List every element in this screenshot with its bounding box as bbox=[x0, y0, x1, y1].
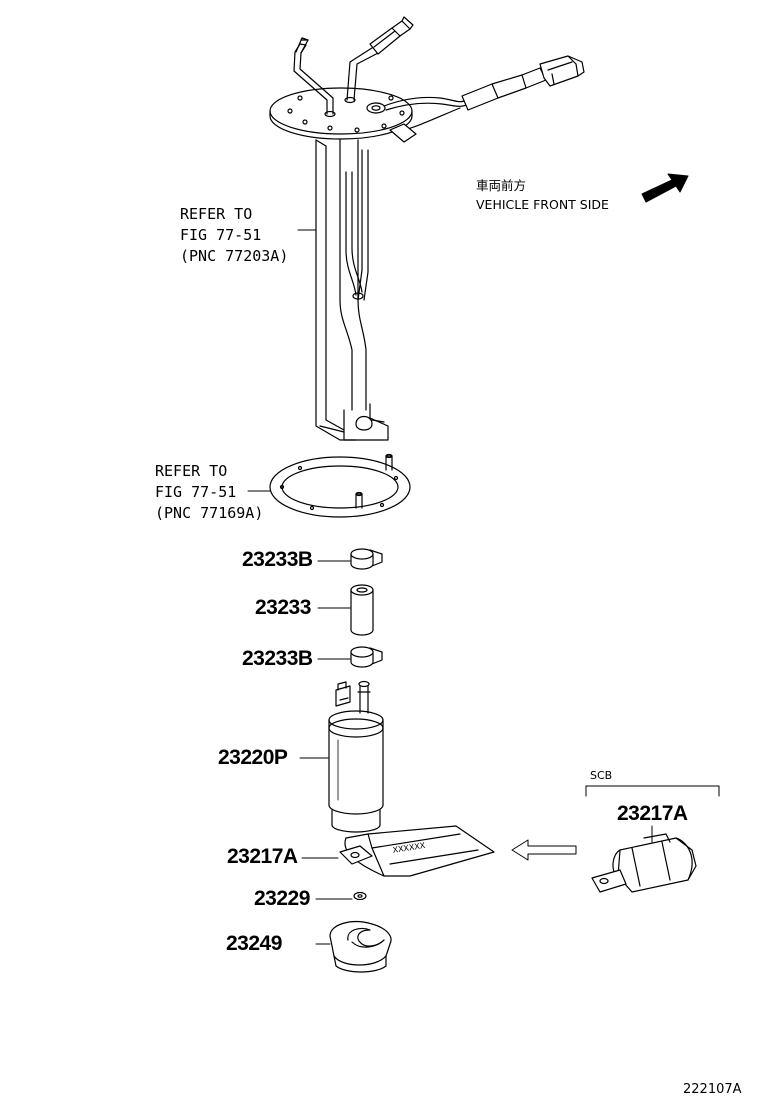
gasket-reference: REFER TO FIG 77-51 (PNC 77169A) bbox=[155, 461, 263, 524]
part-number-cushion: 23249 bbox=[226, 932, 282, 955]
fuel-hose bbox=[317, 584, 374, 636]
figure-id: 222107A bbox=[683, 1082, 742, 1097]
fuel-pump-body bbox=[299, 680, 384, 833]
sender-gauge-reference: REFER TO FIG 77-51 (PNC 77203A) bbox=[180, 204, 288, 267]
part-number-washer: 23229 bbox=[254, 887, 310, 910]
sender-reference-line-3: (PNC 77203A) bbox=[180, 247, 289, 265]
scb-label: SCB bbox=[590, 769, 613, 782]
hose-clamp-upper bbox=[317, 548, 383, 570]
scb-arrow bbox=[511, 839, 577, 861]
fuel-filter bbox=[301, 825, 495, 877]
hose-clamp-lower bbox=[317, 646, 383, 668]
gasket-reference-line-3: (PNC 77169A) bbox=[155, 504, 264, 522]
part-number-clamp-lower: 23233B bbox=[242, 647, 313, 670]
gasket-reference-line-2: FIG 77-51 bbox=[155, 483, 237, 501]
part-number-scb-filter: 23217A bbox=[617, 802, 688, 825]
part-number-hose: 23233 bbox=[255, 596, 311, 619]
pump-cushion bbox=[315, 921, 392, 973]
part-number-filter: 23217A bbox=[227, 845, 298, 868]
part-number-fuel-pump: 23220P bbox=[218, 746, 288, 769]
sender-reference-line-1: REFER TO bbox=[180, 205, 253, 223]
vehicle-front-english: VEHICLE FRONT SIDE bbox=[476, 197, 609, 212]
sender-gauge-assembly bbox=[269, 16, 585, 441]
vehicle-front-japanese: 車両前方 bbox=[476, 178, 527, 193]
gasket-ring bbox=[247, 453, 411, 518]
vehicle-front-note: 車両前方 VEHICLE FRONT SIDE bbox=[476, 176, 609, 214]
washer bbox=[315, 891, 367, 901]
vehicle-front-arrow-icon bbox=[641, 173, 689, 203]
sender-reference-line-2: FIG 77-51 bbox=[180, 226, 262, 244]
gasket-reference-line-1: REFER TO bbox=[155, 462, 228, 480]
scb-filter-assembly bbox=[585, 785, 720, 893]
part-number-clamp-upper: 23233B bbox=[242, 548, 313, 571]
